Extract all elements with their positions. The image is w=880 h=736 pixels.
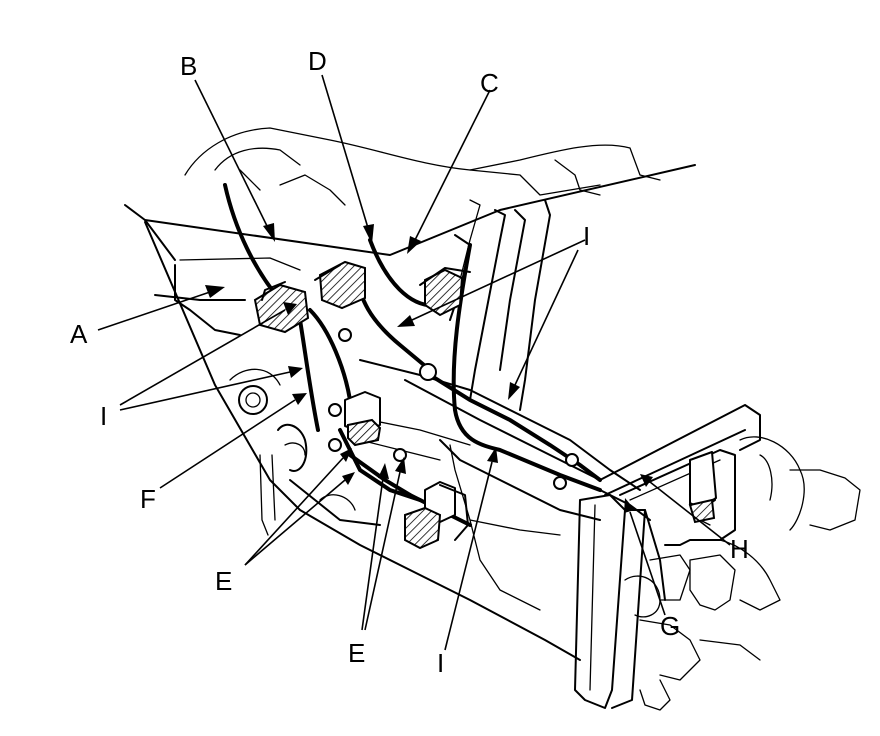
callout-e-left: E bbox=[215, 566, 232, 596]
callout-c: C bbox=[480, 68, 499, 98]
connector-h bbox=[688, 451, 717, 524]
left-panel bbox=[144, 221, 581, 661]
callout-g: G bbox=[660, 611, 680, 641]
center-panel-top bbox=[124, 164, 696, 261]
callout-f: F bbox=[140, 484, 156, 514]
console-bracket bbox=[449, 199, 551, 411]
callout-i-left: I bbox=[100, 401, 107, 431]
dashboard-outline bbox=[184, 127, 661, 206]
callout-e-bottom: E bbox=[348, 638, 365, 668]
callout-a: A bbox=[70, 319, 88, 349]
callout-d: D bbox=[308, 46, 327, 76]
callout-h: H bbox=[730, 534, 749, 564]
connector-b bbox=[314, 260, 366, 310]
shifter-area bbox=[229, 368, 381, 536]
engine-side-parts bbox=[624, 436, 861, 711]
callout-i-bottom: I bbox=[437, 648, 444, 678]
center-console-body bbox=[359, 359, 641, 611]
connector-c bbox=[419, 267, 471, 317]
callout-i-top: I bbox=[583, 221, 590, 251]
callout-b: B bbox=[180, 51, 197, 81]
callout-labels: A B D C I I F E E I H G bbox=[70, 46, 749, 678]
harness-clips bbox=[328, 328, 579, 490]
connector-e bbox=[404, 481, 469, 550]
connector-f bbox=[344, 391, 382, 447]
callout-leaders bbox=[97, 74, 731, 651]
